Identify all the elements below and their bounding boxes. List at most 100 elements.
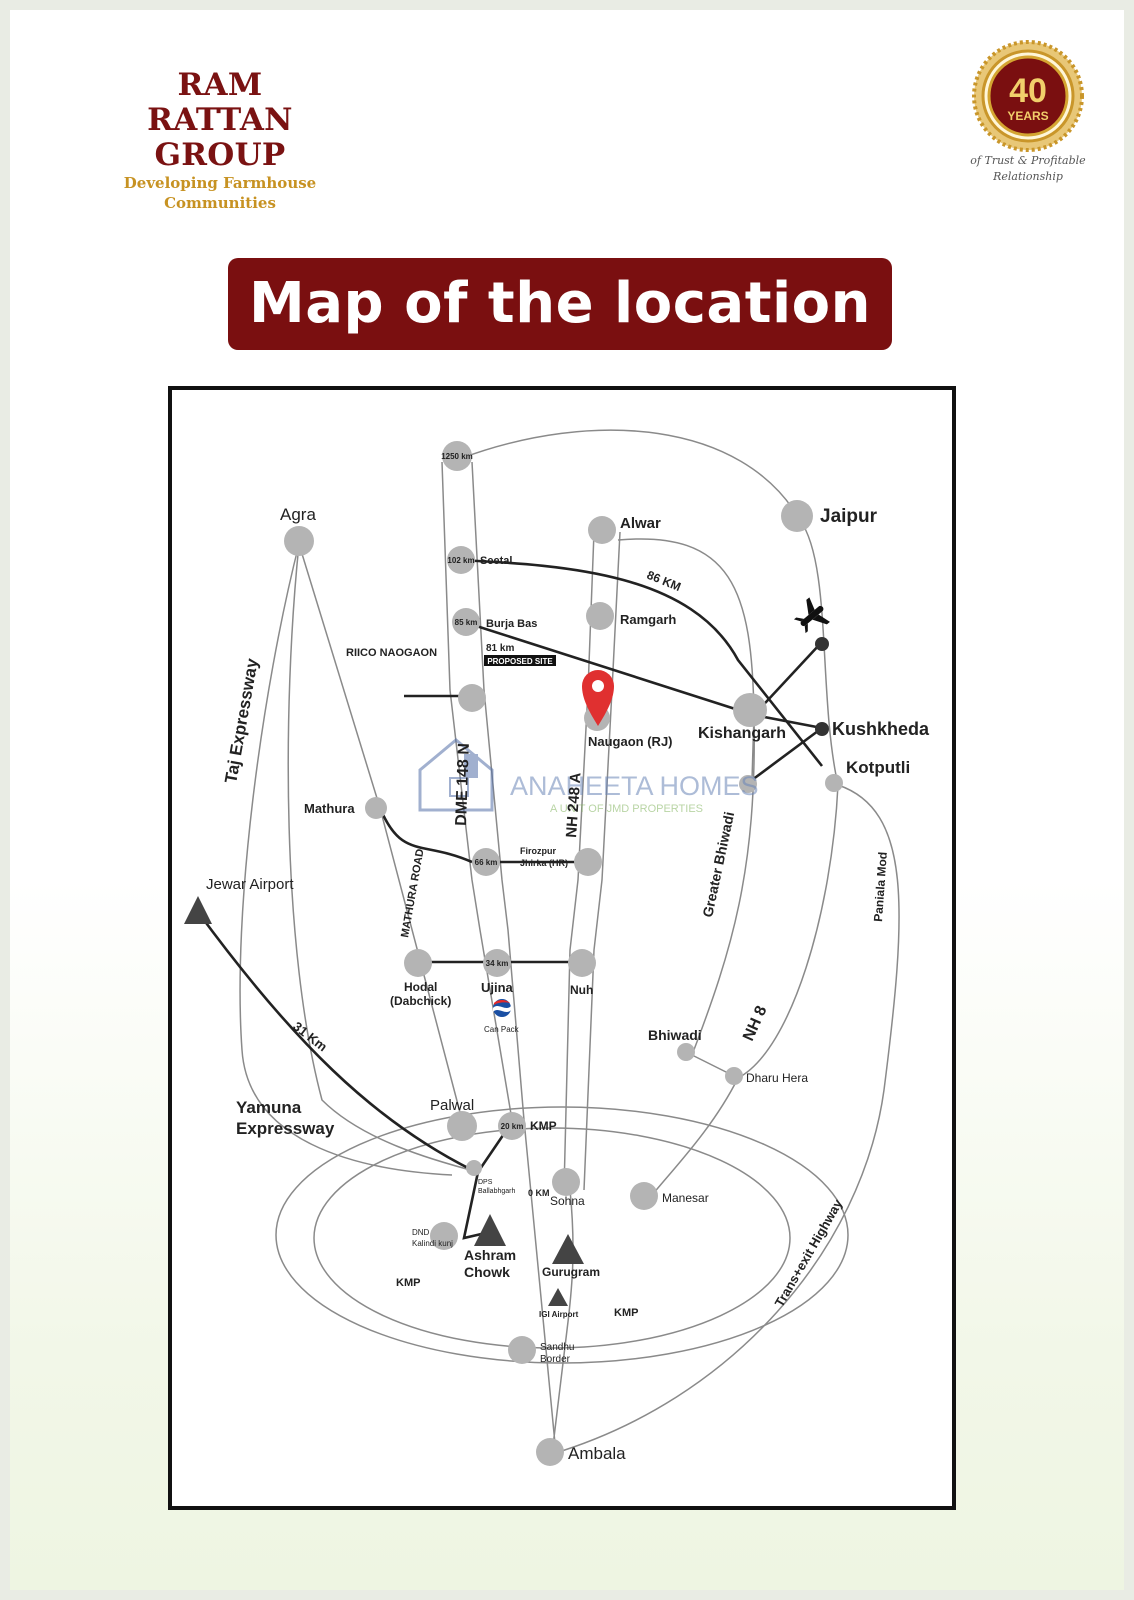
pepsi-logo-icon [493,999,511,1017]
node-bhiwadi [677,1043,695,1061]
location-map: ANAHEETA HOMES A UNIT OF JMD PROPERTIES … [168,386,956,1510]
watermark: ANAHEETA HOMES A UNIT OF JMD PROPERTIES [418,738,759,815]
house-icon [418,738,494,812]
node-kishangarh [733,693,767,727]
label-kmp-left: KMP [396,1277,420,1289]
dist-34: 34 km [486,959,509,968]
label-firozpur-2: Jhirka (HR) [520,858,568,868]
label-mathura: Mathura [304,801,355,816]
node-ujina [483,949,511,977]
watermark-sub: A UNIT OF JMD PROPERTIES [550,803,703,815]
page-title: Map of the location [228,258,892,350]
label-kotputli: Kotputli [846,758,910,777]
label-hodal-2: (Dabchick) [390,994,451,1008]
kmp-outer-ring [275,1106,849,1364]
label-sandhu-1: Sandhu [540,1342,574,1353]
label-dps-2: Ballabhgarh [478,1188,515,1195]
label-greater-bhiwadi: Greater Bhiwadi [699,810,737,918]
dist-1250: 1250 km [441,452,473,461]
label-jaipur: Jaipur [820,506,878,527]
node-firozpur [574,848,602,876]
label-canpack: Can Pack [484,1025,520,1034]
label-gurugram: Gurugram [542,1265,600,1279]
thin-roads [239,429,900,1455]
node-dharuhera [725,1067,743,1085]
badge-unit: YEARS [1007,109,1048,123]
road-kmp-dnd [462,1124,512,1240]
label-proposed-site: PROPOSED SITE [487,657,553,666]
label-ramgarh: Ramgarh [620,612,676,627]
badge-number: 40 [1009,72,1047,110]
road-dme-left [441,461,513,1121]
node-dnd [430,1222,458,1250]
node-ramgarh [586,602,614,630]
ashram-chowk-icon [474,1214,506,1246]
badge-caption-line2: Relationship [993,170,1063,183]
label-kushkheda: Kushkheda [832,719,930,739]
label-dme: DME 148 N [453,743,473,826]
label-ashram-2: Chowk [464,1264,510,1280]
label-dnd-2: Kalindi kunj [412,1239,453,1248]
road-seetal-kotputli [456,558,824,767]
label-firozpur-1: Firozpur [520,846,556,856]
node-kotputli [825,774,843,792]
node-greater-bhiwadi [739,775,757,793]
label-nh248: NH 248 A [563,772,585,838]
label-seetal: Seetal [480,555,512,567]
node-manesar [630,1182,658,1210]
badge-caption-line1: of Trust & Profitable [970,154,1086,167]
node-20km [498,1112,526,1140]
road-taj-expressway [239,543,453,1176]
road-sohna-ambala [551,1189,574,1455]
brand-tagline-line2: Communities [164,194,276,212]
node-agra [284,526,314,556]
node-alwar [588,516,616,544]
label-sohna: Sohna [550,1194,585,1208]
node-kushkheda [815,722,829,736]
seal-icon: 40 YEARS [972,40,1084,152]
road-nh248-left [563,531,595,1191]
road-nh248-right [583,531,621,1191]
brand-name-line2: GROUP [154,137,286,173]
label-81km: 81 km [486,643,514,654]
label-ambala: Ambala [568,1444,626,1463]
road-mathura-firozpur [378,807,473,864]
road-burjabas-kishangarh [463,620,755,717]
label-riico: RIICO NAOGAON [346,647,437,659]
label-mathura-road: MATHURA ROAD [399,848,426,939]
location-pin-icon [582,670,614,726]
node-sandhu [508,1336,536,1364]
label-0km: 0 KM [528,1188,550,1198]
label-igi: IGI Airport [539,1310,579,1319]
dist-85: 85 km [455,618,478,627]
airplane-icon [793,597,830,634]
label-alwar: Alwar [620,515,661,532]
route-map: ANAHEETA HOMES A UNIT OF JMD PROPERTIES … [184,429,930,1466]
label-nh8: NH 8 [740,1003,770,1043]
label-nuh: Nuh [570,983,593,997]
node-burjabas [452,608,480,636]
label-dnd-1: DND [412,1228,430,1237]
label-burjabas: Burja Bas [486,618,537,630]
label-jewar: Jewar Airport [206,876,294,893]
kmp-inner-ring [313,1127,791,1349]
label-yamuna-2: Expressway [236,1119,335,1138]
anniversary-badge: 40 YEARS of Trust & Profitable Relations… [968,40,1088,184]
node-dps [466,1160,482,1176]
node-airport-dot [815,637,829,651]
jewar-airport-icon [184,896,212,924]
label-naugaon: Naugaon (RJ) [588,734,673,749]
node-66km [472,848,500,876]
watermark-name: ANAHEETA HOMES [510,771,759,801]
dist-66: 66 km [475,858,498,867]
label-taj-expressway: Taj Expressway [221,656,262,784]
road-dme-right [471,461,525,1121]
node-nuh [568,949,596,977]
label-hodal-1: Hodal [404,980,437,994]
proposed-site-tag [484,655,556,666]
label-kmp-top: KMP [530,1119,557,1133]
road-ashram-ambala [523,1119,557,1455]
label-dps-1: DPS [478,1179,493,1186]
road-alwar-kishangarh [617,538,755,716]
node-palwal [447,1111,477,1141]
